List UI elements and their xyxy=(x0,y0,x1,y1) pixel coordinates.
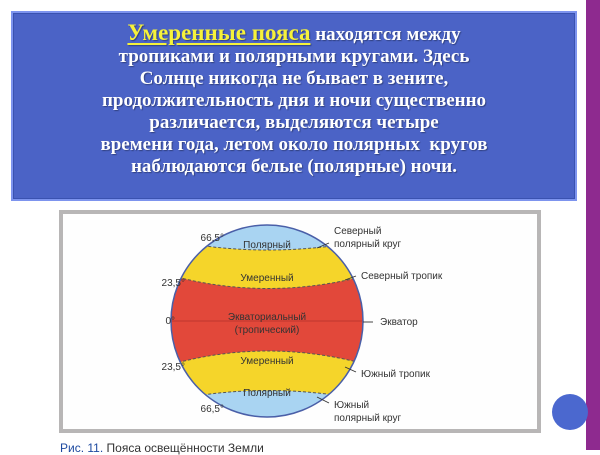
label-north-polar-circle-2: полярный круг xyxy=(334,239,401,250)
globe-diagram: Полярный Умеренный Экваториальный (тропи… xyxy=(162,224,443,424)
equatorial-zone xyxy=(171,272,363,368)
lat-south-23: 23,5° xyxy=(162,362,185,373)
caption-number: Рис. 11. xyxy=(60,441,104,455)
label-north-polar: Полярный xyxy=(243,240,291,251)
caption-text: Пояса освещённости Земли xyxy=(106,441,264,455)
blue-circle-decoration xyxy=(552,394,588,430)
globe-outline xyxy=(170,224,364,418)
text-line-1: Умеренные пояса находятся между xyxy=(127,20,461,45)
text-line-7: наблюдаются белые (полярные) ночи. xyxy=(130,156,458,177)
lat-equator: 0° xyxy=(165,316,175,327)
text-line-3: Солнце никогда не бывает в зените, xyxy=(139,68,449,89)
lat-north-66: 66,5° xyxy=(201,233,224,244)
text-line-2: тропиками и полярными кругами. Здесь xyxy=(118,46,470,67)
lat-north-23: 23,5° xyxy=(162,278,185,289)
label-south-tropic: Южный тропик xyxy=(361,369,431,380)
text-line-6: времени года, летом около полярных круго… xyxy=(100,134,488,155)
label-equator: Экватор xyxy=(380,317,418,328)
temperate-zones-text-box: Умеренные пояса находятся между тропикам… xyxy=(11,11,577,201)
label-north-polar-circle-1: Северный xyxy=(334,226,381,237)
label-north-temperate: Умеренный xyxy=(240,273,293,284)
text-line-5: различается, выделяются четыре xyxy=(149,112,439,133)
label-south-polar-circle-2: полярный круг xyxy=(334,413,401,424)
label-equatorial: Экваториальный xyxy=(228,312,306,323)
label-south-temperate: Умеренный xyxy=(240,356,293,367)
purple-side-bar xyxy=(586,0,600,450)
lat-south-66: 66,5° xyxy=(201,404,224,415)
label-tropical: (тропический) xyxy=(235,325,300,336)
figure-caption: Рис. 11. Пояса освещённости Земли xyxy=(60,441,264,455)
label-south-polar-circle-1: Южный xyxy=(334,400,369,411)
illumination-zones-figure: Полярный Умеренный Экваториальный (тропи… xyxy=(59,210,541,433)
highlight-term: Умеренные пояса xyxy=(127,20,311,45)
text-line-4: продолжительность дня и ночи существенно xyxy=(101,90,487,111)
label-south-polar: Полярный xyxy=(243,388,291,399)
label-north-tropic: Северный тропик xyxy=(361,271,443,282)
